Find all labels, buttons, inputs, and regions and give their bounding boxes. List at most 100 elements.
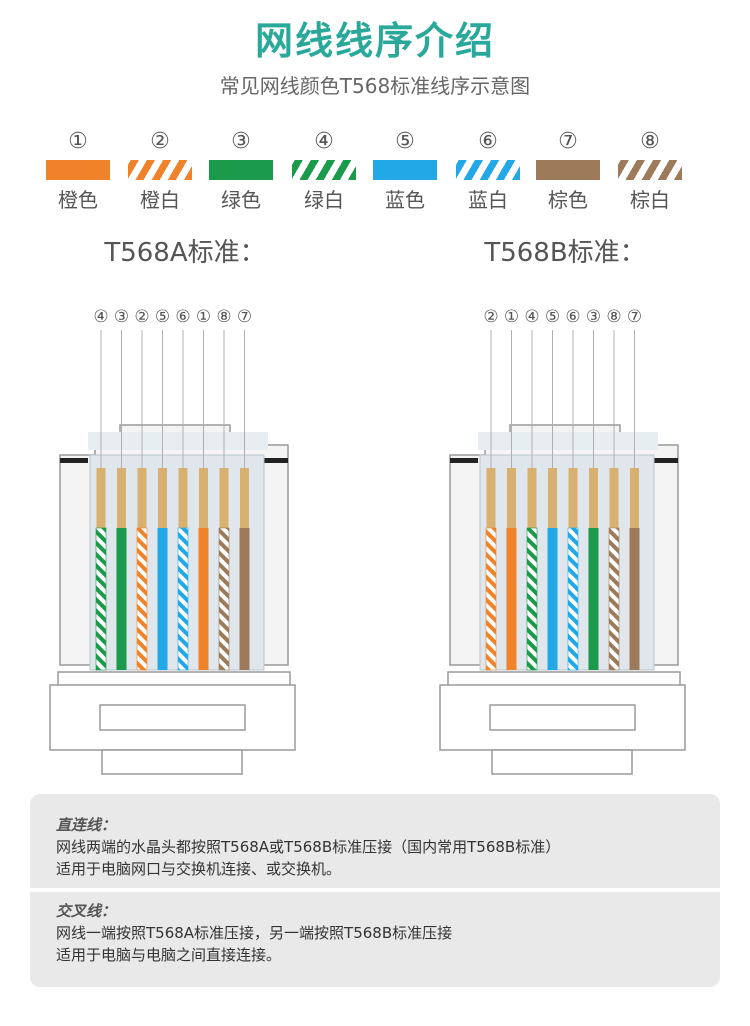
legend-label: 绿色 bbox=[221, 188, 261, 212]
legend-item-6: ⑥ 蓝白 bbox=[448, 128, 528, 213]
wire bbox=[95, 527, 107, 671]
gold-contact bbox=[589, 468, 598, 528]
gold-contact bbox=[527, 468, 537, 528]
legend-number: ⑤ bbox=[395, 129, 415, 154]
gold-contact bbox=[486, 468, 496, 528]
wire bbox=[588, 528, 599, 670]
legend-swatch bbox=[373, 160, 437, 180]
legend-label: 橙白 bbox=[140, 188, 180, 212]
legend-swatch bbox=[618, 160, 682, 180]
legend-label: 棕白 bbox=[630, 188, 670, 212]
pin-label: ④ bbox=[93, 307, 108, 327]
wire bbox=[239, 528, 250, 670]
pin-label: ⑤ bbox=[545, 307, 560, 327]
wire bbox=[218, 527, 230, 671]
legend-swatch bbox=[209, 160, 273, 180]
connector-inner-window bbox=[479, 454, 655, 671]
pin-label: ③ bbox=[586, 307, 601, 327]
straight-cable-line2: 适用于电脑网口与交换机连接、或交换机。 bbox=[56, 860, 342, 878]
connector-top-band bbox=[478, 432, 658, 450]
connector-latch-line-right bbox=[650, 458, 678, 463]
gold-contact bbox=[199, 468, 208, 528]
boot-slot bbox=[99, 704, 246, 731]
legend-swatch bbox=[536, 160, 600, 180]
connector-latch-line-left bbox=[60, 458, 88, 463]
pin-label: ② bbox=[134, 307, 149, 327]
straight-cable-note: 直连线： 网线两端的水晶头都按照T568A或T568B标准压接（国内常用T568… bbox=[56, 814, 560, 880]
pin-label: ⑧ bbox=[606, 307, 621, 327]
legend-number: ① bbox=[68, 129, 88, 154]
wire bbox=[177, 527, 189, 671]
pin-label: ④ bbox=[524, 307, 539, 327]
legend-item-2: ② 橙白 bbox=[120, 128, 200, 213]
legend-swatch bbox=[128, 160, 192, 180]
boot-slot bbox=[489, 704, 636, 731]
legend-number: ⑧ bbox=[640, 129, 660, 154]
legend-item-5: ⑤ 蓝色 bbox=[365, 128, 445, 213]
legend-item-4: ④ 绿白 bbox=[284, 128, 364, 213]
wire bbox=[136, 527, 148, 671]
gold-contact bbox=[507, 468, 516, 528]
legend-number: ③ bbox=[231, 129, 251, 154]
gold-contact bbox=[137, 468, 147, 528]
connector-top-band bbox=[88, 432, 268, 450]
legend-item-7: ⑦ 棕色 bbox=[528, 128, 608, 213]
legend-item-1: ① 橙色 bbox=[38, 128, 118, 213]
wire bbox=[608, 527, 620, 671]
gold-contact bbox=[240, 468, 249, 528]
wire bbox=[485, 527, 497, 671]
cable-jacket bbox=[101, 749, 243, 775]
gold-contact bbox=[158, 468, 167, 528]
legend-number: ② bbox=[150, 129, 170, 154]
t568b-title: T568B标准： bbox=[484, 238, 646, 268]
wire bbox=[198, 528, 209, 670]
wire bbox=[157, 528, 168, 670]
wire bbox=[506, 528, 517, 670]
page-subtitle: 常见网线颜色T568标准线序示意图 bbox=[219, 74, 531, 98]
pin-label: ② bbox=[483, 307, 498, 327]
legend-label: 绿白 bbox=[304, 188, 344, 212]
crossover-cable-title: 交叉线： bbox=[56, 902, 117, 920]
notes-panel: 直连线： 网线两端的水晶头都按照T568A或T568B标准压接（国内常用T568… bbox=[30, 794, 720, 987]
crossover-cable-note: 交叉线： 网线一端按照T568A标准压接，另一端按照T568B标准压接 适用于电… bbox=[56, 900, 452, 966]
gold-contact bbox=[219, 468, 229, 528]
legend-swatch bbox=[46, 160, 110, 180]
connector-latch-line-left bbox=[450, 458, 478, 463]
wire bbox=[629, 528, 640, 670]
pin-label: ⑤ bbox=[155, 307, 170, 327]
legend-item-3: ③ 绿色 bbox=[201, 128, 281, 213]
cable-jacket bbox=[491, 749, 633, 775]
crossover-cable-line1: 网线一端按照T568A标准压接，另一端按照T568B标准压接 bbox=[56, 924, 453, 942]
legend-number: ⑥ bbox=[478, 129, 498, 154]
gold-contact bbox=[548, 468, 557, 528]
straight-cable-line1: 网线两端的水晶头都按照T568A或T568B标准压接（国内常用T568B标准） bbox=[56, 838, 561, 856]
gold-contact bbox=[117, 468, 126, 528]
legend-label: 蓝色 bbox=[385, 188, 425, 212]
legend-label: 蓝白 bbox=[468, 188, 508, 212]
pin-label: ① bbox=[196, 307, 211, 327]
pin-label: ⑦ bbox=[627, 307, 642, 327]
connector-inner-window bbox=[89, 454, 265, 671]
pin-label: ⑧ bbox=[216, 307, 231, 327]
connector-latch-line-right bbox=[260, 458, 288, 463]
wire bbox=[547, 528, 558, 670]
straight-cable-title: 直连线： bbox=[56, 816, 117, 834]
pin-label: ⑥ bbox=[175, 307, 190, 327]
gold-contact bbox=[178, 468, 188, 528]
page-title: 网线线序介绍 bbox=[254, 19, 495, 63]
legend-number: ⑦ bbox=[558, 129, 578, 154]
legend-swatch bbox=[456, 160, 520, 180]
color-legend: ① 橙色 ② 橙白 ③ 绿色 ④ 绿白 ⑤ 蓝色 ⑥ 蓝白 ⑦ 棕色 ⑧ 棕白 bbox=[38, 128, 718, 218]
wire bbox=[526, 527, 538, 671]
wire bbox=[567, 527, 579, 671]
legend-label: 橙色 bbox=[58, 188, 98, 212]
gold-contact bbox=[96, 468, 106, 528]
gold-contact bbox=[568, 468, 578, 528]
pin-label: ③ bbox=[114, 307, 129, 327]
